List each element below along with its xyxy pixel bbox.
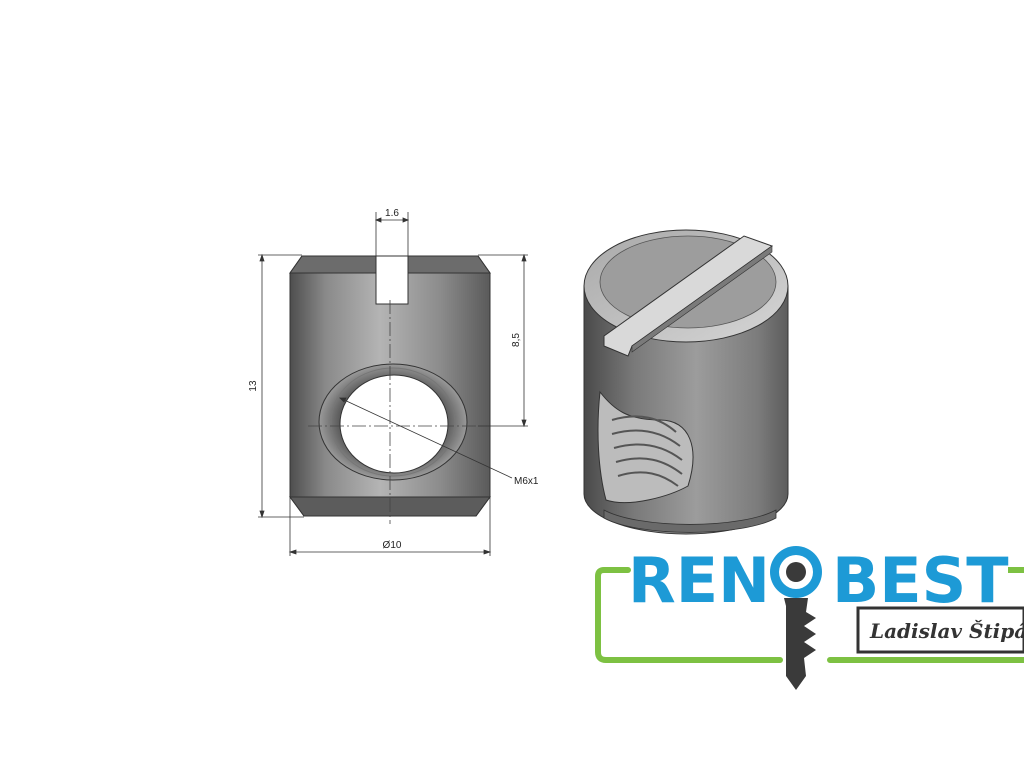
logo-brand-left: REN <box>628 544 770 617</box>
iso-slot-wall <box>631 245 773 353</box>
isometric-view <box>583 229 789 535</box>
front-hole-opening <box>339 374 449 474</box>
iso-bottom-rim <box>603 509 777 533</box>
logo-brand-right: BEST <box>832 544 1009 617</box>
front-hole-inner-ring <box>330 367 456 477</box>
key-icon <box>770 546 822 690</box>
dim-thread: M6x1 <box>514 476 539 487</box>
dim-slot-width: 1.6 <box>385 208 399 219</box>
front-view <box>289 255 491 524</box>
dim-diameter: Ø10 <box>383 540 402 551</box>
logo-green-frame <box>595 567 1024 663</box>
signature-box <box>856 606 1024 654</box>
dim-hole-position: 8,5 <box>511 333 522 347</box>
dim-total-height: 13 <box>248 380 259 392</box>
dimensions <box>258 212 528 556</box>
logo-signature: Ladislav Štipán <box>869 618 1024 643</box>
front-slot <box>375 255 409 305</box>
renobest-logo: REN BEST Ladislav Štipán <box>595 544 1024 690</box>
iso-thread-lines <box>611 415 683 487</box>
